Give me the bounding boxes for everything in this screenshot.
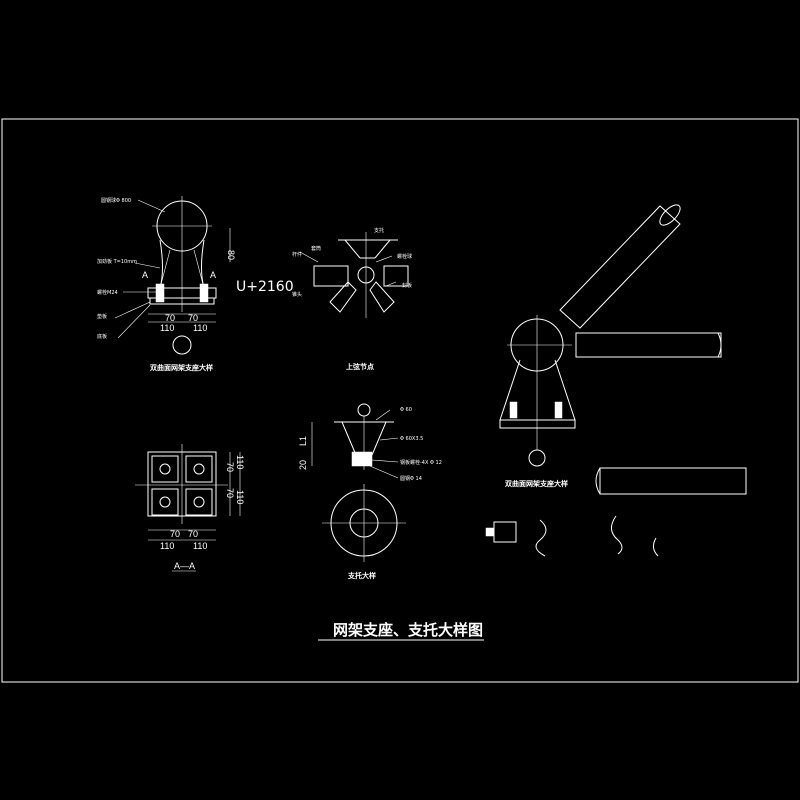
bolt-block xyxy=(351,451,373,467)
label-sleeve: 套筒 xyxy=(311,245,321,252)
drawing-frame xyxy=(1,118,799,683)
rib-line xyxy=(159,249,171,289)
caption-bracket-detail: 支托大样 xyxy=(347,571,376,580)
leader xyxy=(134,262,161,269)
bolt-ball xyxy=(357,266,375,284)
bracket-plate xyxy=(338,239,398,259)
anchor-bolt xyxy=(554,401,563,419)
dim-20: 20 xyxy=(298,460,308,470)
break-mark xyxy=(535,519,547,557)
label-plate-bolt: 钢板螺栓-4X Φ 12 xyxy=(400,459,442,466)
leader xyxy=(385,281,397,287)
leader xyxy=(375,255,393,263)
bolt-hole xyxy=(159,463,171,475)
bolt-hole xyxy=(193,463,205,475)
anchor-bolt xyxy=(199,283,209,303)
label-base: 底板 xyxy=(97,333,107,340)
leader xyxy=(299,251,319,263)
break-mark xyxy=(652,537,659,557)
leader xyxy=(369,465,399,479)
support-elevation-view: 70 70 110 110 80 A A U+2160 圆钢球Φ 800 加劲板… xyxy=(97,196,294,372)
bracket-detail-view: Φ 60 Φ 60X3.5 钢板螺栓-4X Φ 12 圆钢Φ 14 L1 20 … xyxy=(298,403,442,580)
isometric-support-view: 双曲面网架支座大样 xyxy=(485,204,747,557)
ball-section-circle xyxy=(172,335,192,355)
bolt-hole xyxy=(193,496,205,508)
caption-section-aa: A—A xyxy=(174,561,195,571)
leader xyxy=(379,437,399,441)
dim-110c: 110 xyxy=(235,455,245,469)
label-stiffener: 加劲板 T=10mm xyxy=(97,258,137,265)
label-seal-plate: 封板 xyxy=(402,282,412,289)
tube-fragment-end xyxy=(595,467,601,495)
leader xyxy=(114,301,151,319)
member-left xyxy=(313,265,349,287)
rib-line xyxy=(193,249,205,289)
quad-plate xyxy=(185,455,213,483)
dim-70b: 70 xyxy=(188,313,198,323)
section-mark-a-right: A xyxy=(210,270,216,280)
bolt-hole xyxy=(159,496,171,508)
sleeve-fragment xyxy=(493,521,517,543)
anchor-bolt xyxy=(155,283,165,303)
support-ball xyxy=(528,449,546,467)
elevation-text: U+2160 xyxy=(236,279,294,295)
label-bolt: 螺栓M24 xyxy=(97,289,118,296)
label-round-steel: 圆钢Φ 14 xyxy=(400,475,422,482)
section-aa-view: 70 70 110 110 70 70 110 110 A—A xyxy=(135,444,245,572)
dim-70a: 70 xyxy=(170,529,180,539)
dim-80: 80 xyxy=(226,250,236,260)
leader xyxy=(371,459,399,463)
caption-top-chord-node: 上弦节点 xyxy=(346,362,374,371)
quad-plate xyxy=(151,455,179,483)
label-phi60: Φ 60 xyxy=(400,407,412,413)
pad-plate xyxy=(149,297,215,305)
label-phi60x3-5: Φ 60X3.5 xyxy=(400,436,423,442)
label-member: 杆件 xyxy=(292,251,302,258)
label-steel-ball: 圆钢球Φ 800 xyxy=(101,197,131,204)
tube-fragment xyxy=(599,467,747,495)
member-right xyxy=(383,265,409,287)
leader xyxy=(117,304,151,339)
caption-isometric-support: 双曲面网架支座大样 xyxy=(505,479,568,488)
quad-plate xyxy=(151,488,179,516)
support-base xyxy=(499,419,576,429)
section-mark-a-left: A xyxy=(142,270,148,280)
dim-70c: 70 xyxy=(225,462,235,472)
leader xyxy=(137,199,166,213)
drawing-title: 网架支座、支托大样图 xyxy=(333,621,483,639)
leader xyxy=(375,409,391,421)
top-ball xyxy=(357,403,371,417)
dim-70b: 70 xyxy=(188,529,198,539)
label-bracket: 支托 xyxy=(374,227,384,234)
tube-end xyxy=(659,204,681,226)
member-diag-left xyxy=(329,281,357,313)
member-diag-right xyxy=(369,281,395,313)
dim-110b: 110 xyxy=(193,323,207,333)
dim-110d: 110 xyxy=(235,490,245,504)
dim-l1: L1 xyxy=(298,436,308,446)
dim-70a: 70 xyxy=(165,313,175,323)
dim-110a: 110 xyxy=(160,541,174,551)
tube-end-h xyxy=(717,332,722,358)
quad-plate xyxy=(185,488,213,516)
label-bolt-ball: 螺栓球 xyxy=(397,253,412,260)
anchor-bolt xyxy=(509,401,518,419)
caption-support-elevation: 双曲面网架支座大样 xyxy=(150,363,213,372)
break-mark xyxy=(611,515,623,555)
dim-110b: 110 xyxy=(193,541,207,551)
bracket-shape xyxy=(334,421,394,456)
cone-head-fragment xyxy=(485,527,495,537)
horizontal-tube xyxy=(575,332,722,358)
dim-110a: 110 xyxy=(160,323,174,333)
top-chord-node-view: 支托 杆件 套筒 螺栓球 锥头 封板 上弦节点 xyxy=(292,227,412,371)
diagonal-tube xyxy=(559,205,681,329)
dim-70d: 70 xyxy=(225,488,235,498)
label-pad: 垫板 xyxy=(97,313,107,320)
label-cone-head: 锥头 xyxy=(292,291,302,298)
